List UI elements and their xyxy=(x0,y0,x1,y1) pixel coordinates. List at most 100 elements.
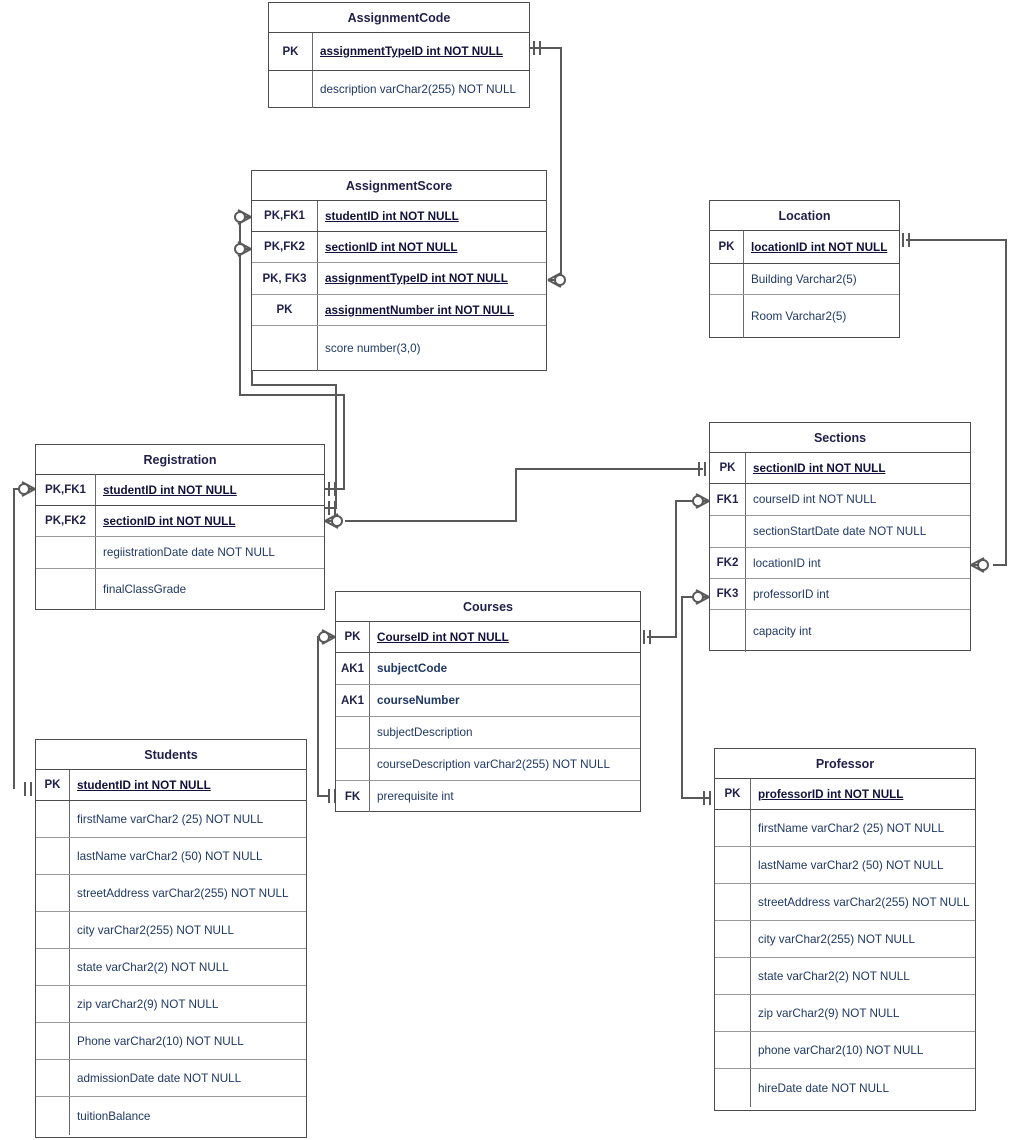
attribute-name: Building Varchar2(5) xyxy=(751,272,857,286)
cardinality-one-and-only-one-registration-sectionid xyxy=(328,501,336,515)
attribute-name: courseDescription varChar2(255) NOT NULL xyxy=(377,758,610,771)
key-label xyxy=(252,326,318,371)
attribute-row[interactable]: tuitionBalance xyxy=(36,1097,306,1135)
key-label: PK xyxy=(336,622,370,652)
key-label xyxy=(336,717,370,748)
attribute-name: courseID int NOT NULL xyxy=(753,493,877,506)
entity-title-assignmentscore: AssignmentScore xyxy=(252,171,546,201)
attribute-row[interactable]: hireDate date NOT NULL xyxy=(715,1069,975,1107)
cardinality-zero-or-many-sections-locationid xyxy=(970,557,989,573)
attribute-row[interactable]: PK assignmentNumber int NOT NULL xyxy=(252,295,546,326)
attribute-row[interactable]: state varChar2(2) NOT NULL xyxy=(36,949,306,986)
key-label xyxy=(36,569,96,610)
attribute-row[interactable]: description varChar2(255) NOT NULL xyxy=(269,71,529,108)
key-label xyxy=(36,537,96,568)
attribute-row[interactable]: sectionStartDate date NOT NULL xyxy=(710,516,970,548)
attribute-row[interactable]: city varChar2(255) NOT NULL xyxy=(715,921,975,958)
attribute-row[interactable]: Phone varChar2(10) NOT NULL xyxy=(36,1023,306,1060)
attribute-row[interactable]: regiistrationDate date NOT NULL xyxy=(36,537,324,569)
cardinality-zero-or-many-registration-to-sections xyxy=(324,513,343,529)
key-label xyxy=(36,986,70,1022)
key-label: PK,FK2 xyxy=(252,232,318,262)
key-label xyxy=(36,1023,70,1059)
attribute-name: assignmentTypeID int NOT NULL xyxy=(325,272,508,285)
key-label xyxy=(36,875,70,911)
key-label: PK xyxy=(715,779,751,809)
attribute-name: phone varChar2(10) NOT NULL xyxy=(758,1043,924,1057)
attribute-name: prerequisite int xyxy=(377,790,454,803)
attribute-row[interactable]: Building Varchar2(5) xyxy=(710,264,899,295)
attribute-row[interactable]: lastName varChar2 (50) NOT NULL xyxy=(715,847,975,884)
attribute-row[interactable]: zip varChar2(9) NOT NULL xyxy=(715,995,975,1032)
attribute-name: lastName varChar2 (50) NOT NULL xyxy=(758,858,944,872)
cardinality-zero-or-many-registration-studentid xyxy=(18,481,36,497)
attribute-row[interactable]: state varChar2(2) NOT NULL xyxy=(715,958,975,995)
attribute-name: sectionID int NOT NULL xyxy=(325,240,458,254)
attribute-row[interactable]: courseDescription varChar2(255) NOT NULL xyxy=(336,749,640,781)
attribute-row[interactable]: score number(3,0) xyxy=(252,326,546,371)
attribute-name: streetAddress varChar2(255) NOT NULL xyxy=(77,886,289,900)
key-label xyxy=(715,1069,751,1107)
attribute-row[interactable]: firstName varChar2 (25) NOT NULL xyxy=(715,810,975,847)
attribute-row[interactable]: admissionDate date NOT NULL xyxy=(36,1060,306,1097)
key-label: AK1 xyxy=(336,685,370,716)
key-label xyxy=(36,1060,70,1096)
key-label: PK xyxy=(252,295,318,325)
attribute-name: assignmentNumber int NOT NULL xyxy=(325,303,514,317)
entity-title-assignmentcode: AssignmentCode xyxy=(269,3,529,33)
attribute-row[interactable]: subjectDescription xyxy=(336,717,640,749)
attribute-row[interactable]: finalClassGrade xyxy=(36,569,324,610)
attribute-row[interactable]: city varChar2(255) NOT NULL xyxy=(36,912,306,949)
key-label: PK xyxy=(36,770,70,800)
attribute-row[interactable]: firstName varChar2 (25) NOT NULL xyxy=(36,801,306,838)
attribute-name: regiistrationDate date NOT NULL xyxy=(103,546,275,559)
attribute-name: sectionID int NOT NULL xyxy=(103,514,236,528)
attribute-row[interactable]: lastName varChar2 (50) NOT NULL xyxy=(36,838,306,875)
attribute-name: lastName varChar2 (50) NOT NULL xyxy=(77,849,263,863)
key-label: PK, FK3 xyxy=(252,263,318,294)
attribute-name: Phone varChar2(10) NOT NULL xyxy=(77,1034,244,1048)
attribute-name: city varChar2(255) NOT NULL xyxy=(758,932,915,946)
attribute-row[interactable]: PK, FK3 assignmentTypeID int NOT NULL xyxy=(252,263,546,295)
attribute-row[interactable]: Room Varchar2(5) xyxy=(710,295,899,338)
attribute-row[interactable]: zip varChar2(9) NOT NULL xyxy=(36,986,306,1023)
attribute-row[interactable]: streetAddress varChar2(255) NOT NULL xyxy=(715,884,975,921)
key-label: FK3 xyxy=(710,579,746,609)
entity-title-registration: Registration xyxy=(36,445,324,475)
key-label: AK1 xyxy=(336,653,370,684)
attribute-row[interactable]: streetAddress varChar2(255) NOT NULL xyxy=(36,875,306,912)
key-label: PK xyxy=(710,453,746,483)
attribute-name: admissionDate date NOT NULL xyxy=(77,1071,242,1085)
attribute-row[interactable]: phone varChar2(10) NOT NULL xyxy=(715,1032,975,1069)
connector-courses-prerequisite-self xyxy=(317,636,329,797)
attribute-row[interactable]: capacity int xyxy=(710,610,970,652)
attribute-row[interactable]: PK,FK2 sectionID int NOT NULL xyxy=(252,232,546,263)
attribute-name: locationID int NOT NULL xyxy=(751,240,888,254)
